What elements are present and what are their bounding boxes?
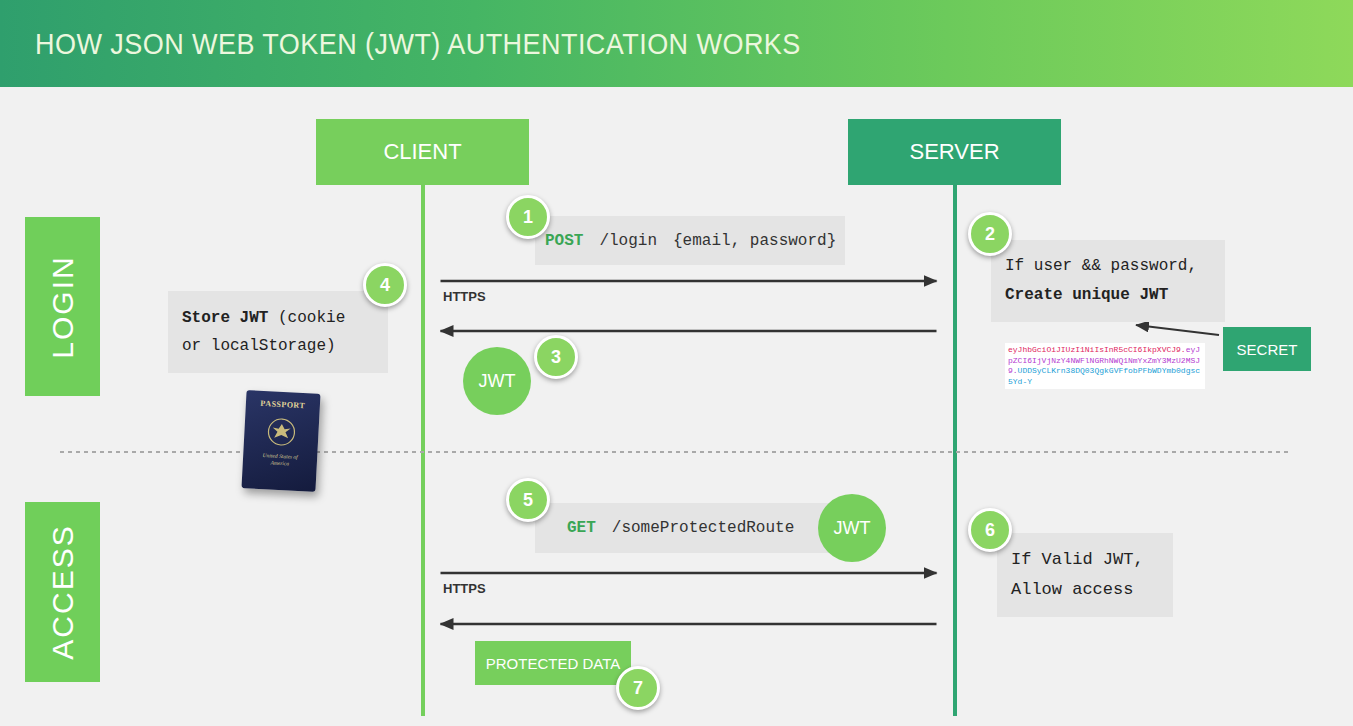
- phase-band: LOGIN: [25, 217, 100, 396]
- flow-arrow: [441, 623, 937, 626]
- node-text: 4: [380, 275, 390, 296]
- flow-arrow: [441, 280, 937, 283]
- node-text: JWT: [834, 518, 871, 539]
- node-text: SERVER: [909, 139, 999, 165]
- emblem-ring: [268, 418, 295, 445]
- text-group: GET/someProtectedRoute: [567, 519, 794, 537]
- node-text: ACCESS: [46, 524, 80, 659]
- text-group: JWT: [479, 371, 516, 392]
- node-text: 1: [523, 207, 533, 228]
- callout-number: 6: [968, 508, 1012, 552]
- passport-title: PASSPORT: [260, 399, 305, 410]
- callout-number: 5: [506, 478, 550, 522]
- text-group: If user && password,Create unique JWT: [1005, 252, 1211, 310]
- text-group: 6: [985, 520, 995, 541]
- node-text: Store JWT: [182, 309, 268, 327]
- text-group: 7: [633, 678, 643, 699]
- node-text: SECRET: [1237, 341, 1298, 358]
- text-group: 4: [380, 275, 390, 296]
- node-text: {email, password}: [673, 232, 836, 250]
- node-text: GET: [567, 519, 596, 537]
- token-part: eyJhbGciOiJIUzI1NiIsInR5cCI6IkpXVCJ9.: [1008, 345, 1186, 354]
- text-group: 3: [551, 347, 561, 368]
- callout-number: 2: [968, 212, 1012, 256]
- text-group: If Valid JWT,Allow access: [1011, 545, 1159, 605]
- process-box: If Valid JWT,Allow access: [997, 533, 1173, 617]
- actor-box: SERVER: [848, 119, 1061, 185]
- request-box: POST/login {email, password}: [535, 216, 845, 265]
- node-text: Allow access: [1011, 575, 1159, 605]
- text-group: 5: [523, 490, 533, 511]
- node-text: Create unique JWT: [1005, 281, 1211, 310]
- callout-number: 1: [506, 195, 550, 239]
- token-circle: JWT: [463, 347, 531, 415]
- flow-arrow: [441, 330, 937, 333]
- node-text: /login: [599, 232, 657, 250]
- text-group: POST/login {email, password}: [545, 232, 836, 250]
- flow-arrow: [441, 572, 937, 575]
- diagram-title: HOW JSON WEB TOKEN (JWT) AUTHENTICATION …: [35, 27, 801, 61]
- secret-box: SECRET: [1223, 327, 1311, 371]
- node-text: 5: [523, 490, 533, 511]
- node-text: If user && password,: [1005, 252, 1211, 281]
- callout-number: 4: [363, 263, 407, 307]
- node-text: 7: [633, 678, 643, 699]
- phase-band: ACCESS: [25, 502, 100, 682]
- text-group: 2: [985, 224, 995, 245]
- passport-top: PASSPORT: [260, 399, 305, 410]
- process-box: If user && password,Create unique JWT: [991, 240, 1225, 322]
- passport-emblem: [266, 416, 298, 448]
- passport-country: United States of America: [258, 452, 303, 468]
- protocol-label: HTTPS: [443, 289, 486, 304]
- text-group: SERVER: [909, 139, 999, 165]
- server-lifeline: [953, 180, 957, 716]
- title-bar: HOW JSON WEB TOKEN (JWT) AUTHENTICATION …: [0, 0, 1353, 87]
- flow-arrow: [1136, 325, 1219, 335]
- node-text: LOGIN: [46, 255, 80, 358]
- node-text: /someProtectedRoute: [612, 519, 794, 537]
- jwt-string: eyJhbGciOiJIUzI1NiIsInR5cCI6IkpXVCJ9.eyJ…: [1005, 343, 1205, 389]
- text-group: ACCESS: [46, 524, 80, 659]
- node-text: CLIENT: [383, 139, 461, 165]
- response-box: PROTECTED DATA: [475, 641, 631, 685]
- emblem-eagle: [272, 424, 291, 439]
- client-lifeline: [421, 180, 425, 716]
- callout-number: 3: [534, 335, 578, 379]
- token-part: UDDSyCLKrn38DQ03QgkGVFfobPFbWDYmb0dgsc5Y…: [1008, 366, 1200, 386]
- text-group: LOGIN: [46, 255, 80, 358]
- token-circle: JWT: [818, 494, 886, 562]
- passport-bottom: United States of America: [258, 452, 303, 468]
- text-group: PROTECTED DATA: [486, 655, 620, 672]
- passport-illustration: PASSPORT United States of America: [241, 390, 320, 492]
- node-text: 2: [985, 224, 995, 245]
- node-text: 3: [551, 347, 561, 368]
- text-group: JWT: [834, 518, 871, 539]
- node-text: If Valid JWT,: [1011, 545, 1159, 575]
- text-group: 1: [523, 207, 533, 228]
- node-text: POST: [545, 232, 583, 250]
- protocol-label: HTTPS: [443, 581, 486, 596]
- node-text: JWT: [479, 371, 516, 392]
- callout-number: 7: [616, 666, 660, 710]
- actor-box: CLIENT: [316, 119, 529, 185]
- storage-box: Store JWT(cookie or localStorage): [168, 291, 388, 373]
- text-group: Store JWT(cookie or localStorage): [182, 304, 362, 360]
- text-group: SECRET: [1237, 341, 1298, 358]
- text-group: CLIENT: [383, 139, 461, 165]
- node-text: 6: [985, 520, 995, 541]
- node-text: PROTECTED DATA: [486, 655, 620, 672]
